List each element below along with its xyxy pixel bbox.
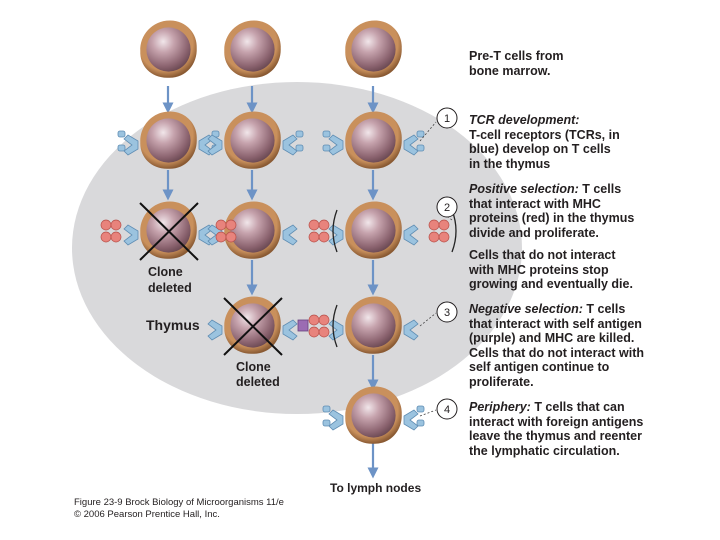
step-1-heading: TCR development: xyxy=(469,113,580,127)
step-3-line-3: Cells that do not interact with xyxy=(469,345,645,360)
self-antigen-icon xyxy=(297,319,309,332)
tcr-receptor-icons xyxy=(123,224,419,246)
clone-deleted-label-2-line1: Clone xyxy=(236,360,271,374)
no-interaction-note: Cells that do not interact with MHC prot… xyxy=(469,248,719,292)
step-1-line-3: in the thymus xyxy=(469,156,551,171)
cross-mark-icon xyxy=(223,297,283,356)
note-line-2: with MHC proteins stop xyxy=(469,262,609,277)
clone-deleted-label-1-line1: Clone xyxy=(148,265,183,279)
step-2-heading: Positive selection: xyxy=(469,182,579,196)
intro-text: Pre-T cells from bone marrow. xyxy=(469,49,719,78)
step-3-number: 3 xyxy=(444,307,450,319)
intro-line-2: bone marrow. xyxy=(469,63,551,78)
flow-arrows xyxy=(162,86,379,479)
figure-caption: Figure 23-9 Brock Biology of Microorgani… xyxy=(74,497,284,521)
step-1-line-1: T-cell receptors (TCRs, in xyxy=(469,127,620,142)
step-number-badges: 1 2 3 4 xyxy=(436,107,458,420)
positive-selection-row xyxy=(100,201,457,261)
pre-t-cell xyxy=(140,20,197,78)
step-2-number: 2 xyxy=(444,202,450,214)
step-4-line-3: the lymphatic circulation. xyxy=(469,443,620,458)
step-4-line-2: leave the thymus and reenter xyxy=(469,429,642,443)
caption-line-1: Figure 23-9 Brock Biology of Microorgani… xyxy=(74,497,284,508)
step-4-number: 4 xyxy=(444,404,450,416)
step-1-line-2: blue) develop on T cells xyxy=(469,142,611,156)
step-3-line-2: (purple) and MHC are killed. xyxy=(469,331,635,345)
step-4-heading: Periphery: xyxy=(469,400,531,414)
to-lymph-nodes-label: To lymph nodes xyxy=(330,481,421,495)
step-1-number: 1 xyxy=(444,113,450,125)
step-3-line-1: that interact with self antigen xyxy=(469,316,642,331)
step-2-text: Positive selection: T cells that interac… xyxy=(469,182,719,240)
periphery-row xyxy=(322,386,425,444)
intro-line-1: Pre-T cells from xyxy=(469,49,564,63)
negative-selection-row xyxy=(207,296,419,356)
thymus-label: Thymus xyxy=(146,317,200,333)
step-2-line-1: that interact with MHC xyxy=(469,196,601,211)
step-3-first: T cells xyxy=(582,302,626,316)
clone-deleted-label-2-line2: deleted xyxy=(236,375,280,389)
tcr-row xyxy=(117,111,425,169)
step-4-line-1: interact with foreign antigens xyxy=(469,414,644,429)
pre-t-cell xyxy=(224,20,281,78)
mhc-protein-icons xyxy=(308,314,330,338)
step-3-line-4: self antigen continue to xyxy=(469,360,610,374)
cross-mark-icon xyxy=(139,202,199,261)
thymus-cell-membrane-icons xyxy=(332,304,338,348)
tcr-receptor-icons xyxy=(117,130,425,156)
mhc-protein-icons xyxy=(100,219,450,243)
step-4-text: Periphery: T cells that can interact wit… xyxy=(469,400,719,458)
note-line-3: growing and eventually die. xyxy=(469,277,633,291)
step-3-text: Negative selection: T cells that interac… xyxy=(469,302,719,389)
note-line-1: Cells that do not interact xyxy=(469,248,616,262)
t-cell-with-tcr xyxy=(140,111,197,169)
pre-t-cell xyxy=(345,20,402,78)
caption-line-2: © 2006 Pearson Prentice Hall, Inc. xyxy=(74,509,220,520)
clone-deleted-label-1-line2: deleted xyxy=(148,281,192,295)
step-4-first: T cells that can xyxy=(530,400,625,414)
tcr-receptor-icons xyxy=(322,405,425,431)
step-2-line-2: proteins (red) in the thymus xyxy=(469,211,635,225)
step-2-first: T cells xyxy=(578,182,622,196)
step-3-line-5: proliferate. xyxy=(469,374,534,389)
step-1-text: TCR development: T-cell receptors (TCRs,… xyxy=(469,113,719,171)
step-2-line-3: divide and proliferate. xyxy=(469,225,599,240)
step-3-heading: Negative selection: xyxy=(469,302,583,316)
